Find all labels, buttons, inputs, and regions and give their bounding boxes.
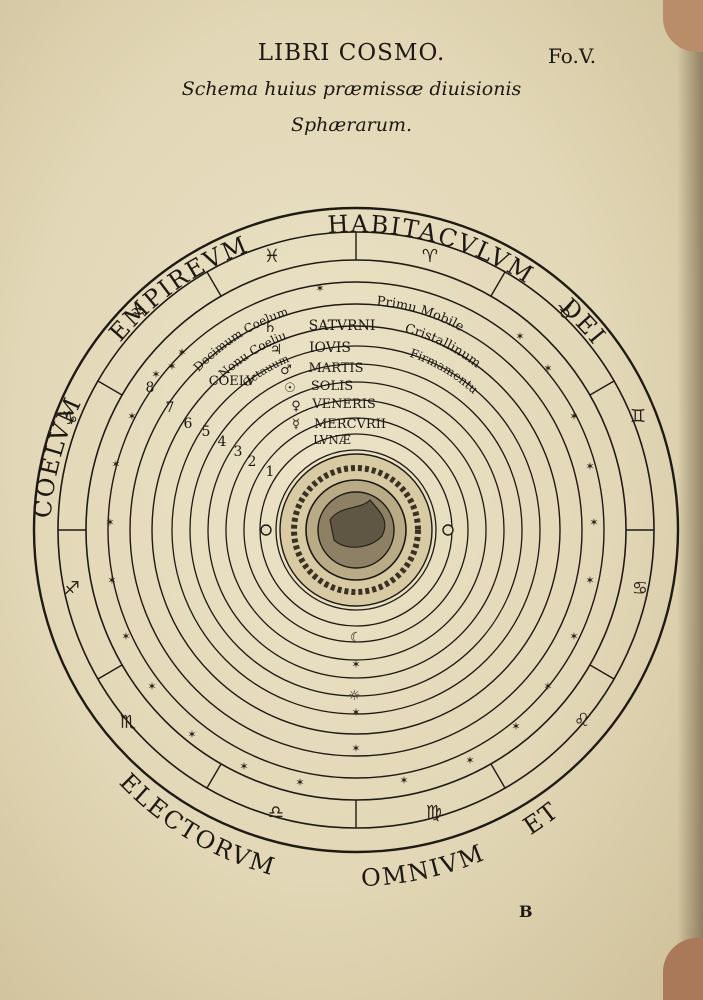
cancer-sign-icon: ♋: [632, 578, 648, 599]
printer-signature: B: [519, 902, 533, 921]
capricorn-sign-icon: ♑: [62, 408, 78, 429]
svg-text:✶: ✶: [121, 630, 130, 643]
svg-text:✶: ✶: [107, 574, 116, 587]
ring-nonum: [129, 303, 583, 757]
ring-mars: [207, 381, 505, 679]
libra-sign-icon: ♎: [268, 802, 284, 823]
sun-marker-icon: ☼: [348, 688, 361, 704]
mars-label: MARTIS: [309, 361, 364, 376]
svg-text:✶: ✶: [399, 774, 408, 787]
svg-text:✶: ✶: [105, 516, 114, 529]
pisces-sign-icon: ♓: [264, 246, 280, 267]
zodiac-dividers: [58, 232, 654, 828]
svg-text:✶: ✶: [543, 362, 552, 375]
venus-icon: ♀: [291, 399, 301, 414]
numeral-4: 4: [218, 434, 227, 450]
coelum-prefix-label: COELV: [209, 374, 256, 389]
saturn-icon: ♄: [263, 317, 277, 336]
svg-text:✶: ✶: [351, 658, 360, 671]
svg-text:✶: ✶: [295, 776, 304, 789]
svg-text:✶: ✶: [465, 754, 474, 767]
numeral-3: 3: [234, 444, 243, 460]
orbit-marker-left: [260, 524, 272, 536]
svg-text:✶: ✶: [151, 368, 160, 381]
numeral-6: 6: [184, 416, 193, 432]
orbit-marker-right: [442, 524, 454, 536]
zodiac-signs: ♈ ♉ ♊ ♋ ♌ ♍ ♎ ♏ ♐ ♑ ♒ ♓: [62, 246, 648, 823]
fire-ring: [291, 465, 421, 595]
diagram-caption-line1: Schema huius præmissæ diuisionis: [181, 78, 522, 100]
orbit-markers: ☾ ☼: [260, 524, 454, 704]
ring-decimum: [107, 281, 605, 779]
svg-text:✶: ✶: [351, 706, 360, 719]
virgo-sign-icon: ♍: [426, 802, 442, 823]
numeral-5: 5: [202, 424, 211, 440]
jupiter-label: IOVIS: [309, 340, 351, 356]
numeral-8: 8: [146, 380, 155, 396]
svg-text:✶: ✶: [187, 728, 196, 741]
svg-text:✶: ✶: [589, 516, 598, 529]
saturn-label: SATVRNI: [309, 318, 376, 334]
sphere-numerals: 8 7 6 5 4 3 2 1: [146, 380, 275, 480]
moon-label: LVNÆ: [313, 433, 351, 447]
aries-sign-icon: ♈: [422, 246, 438, 267]
page-running-title: LIBRI COSMO.: [257, 40, 446, 66]
numeral-1: 1: [266, 464, 275, 480]
crescent-moon-icon: ☾: [350, 630, 363, 646]
sun-icon: ☉: [284, 381, 296, 396]
aquarius-sign-icon: ♒: [130, 302, 146, 323]
svg-text:✶: ✶: [585, 574, 594, 587]
mercury-icon: ☿: [292, 417, 300, 432]
earth-center: [279, 453, 433, 607]
mercury-label: MERCVRII: [314, 417, 386, 432]
svg-text:✶: ✶: [351, 742, 360, 755]
numeral-2: 2: [248, 454, 257, 470]
svg-text:✶: ✶: [127, 410, 136, 423]
leo-sign-icon: ♌: [574, 710, 590, 731]
scorpio-sign-icon: ♏: [120, 712, 136, 733]
ring-moon: [275, 449, 437, 611]
svg-text:✶: ✶: [147, 680, 156, 693]
venus-label: VENERIS: [311, 397, 376, 412]
taurus-sign-icon: ♉: [557, 302, 573, 323]
ring-octauum: [151, 325, 561, 735]
folio-number: Fo.V.: [548, 44, 597, 68]
svg-text:✶: ✶: [511, 720, 520, 733]
sagittarius-sign-icon: ♐: [64, 578, 80, 599]
svg-text:✶: ✶: [239, 760, 248, 773]
svg-text:✶: ✶: [315, 282, 324, 295]
outer-inscription-bottom: ELECTORVM OMNIVM ET: [114, 768, 565, 892]
svg-text:✶: ✶: [585, 460, 594, 473]
ring-jupiter: [189, 363, 523, 697]
diagram-caption-line2: Sphærarum.: [290, 114, 413, 136]
svg-text:✶: ✶: [177, 346, 186, 359]
ring-sun: [225, 399, 487, 661]
jupiter-icon: ♃: [270, 342, 283, 358]
svg-text:✶: ✶: [111, 458, 120, 471]
svg-text:✶: ✶: [569, 410, 578, 423]
firmament-stars: ✶ ✶ ✶ ✶ ✶ ✶ ✶ ✶ ✶ ✶ ✶ ✶ ✶ ✶ ✶ ✶ ✶ ✶ ✶ ✶ ✶ ✶ ✶ ✶ ✶ ✶ ✶: [105, 282, 598, 789]
svg-text:✶: ✶: [515, 330, 524, 343]
svg-text:✶: ✶: [569, 630, 578, 643]
ring-venus: [243, 417, 469, 643]
numeral-7: 7: [166, 400, 175, 416]
planet-labels: COELV ♄ SATVRNI ♃ IOVIS ♂ MARTIS ☉ SOLIS…: [209, 317, 386, 447]
mars-icon: ♂: [280, 363, 292, 378]
sun-label: SOLIS: [311, 379, 353, 394]
ring-outer: [32, 206, 680, 854]
svg-text:✶: ✶: [543, 680, 552, 693]
svg-text:✶: ✶: [167, 360, 176, 373]
page-edge-shadow: [677, 0, 703, 1000]
ring-saturn: [171, 345, 541, 715]
gemini-sign-icon: ♊: [630, 406, 646, 427]
earth-landmass: [329, 499, 386, 548]
